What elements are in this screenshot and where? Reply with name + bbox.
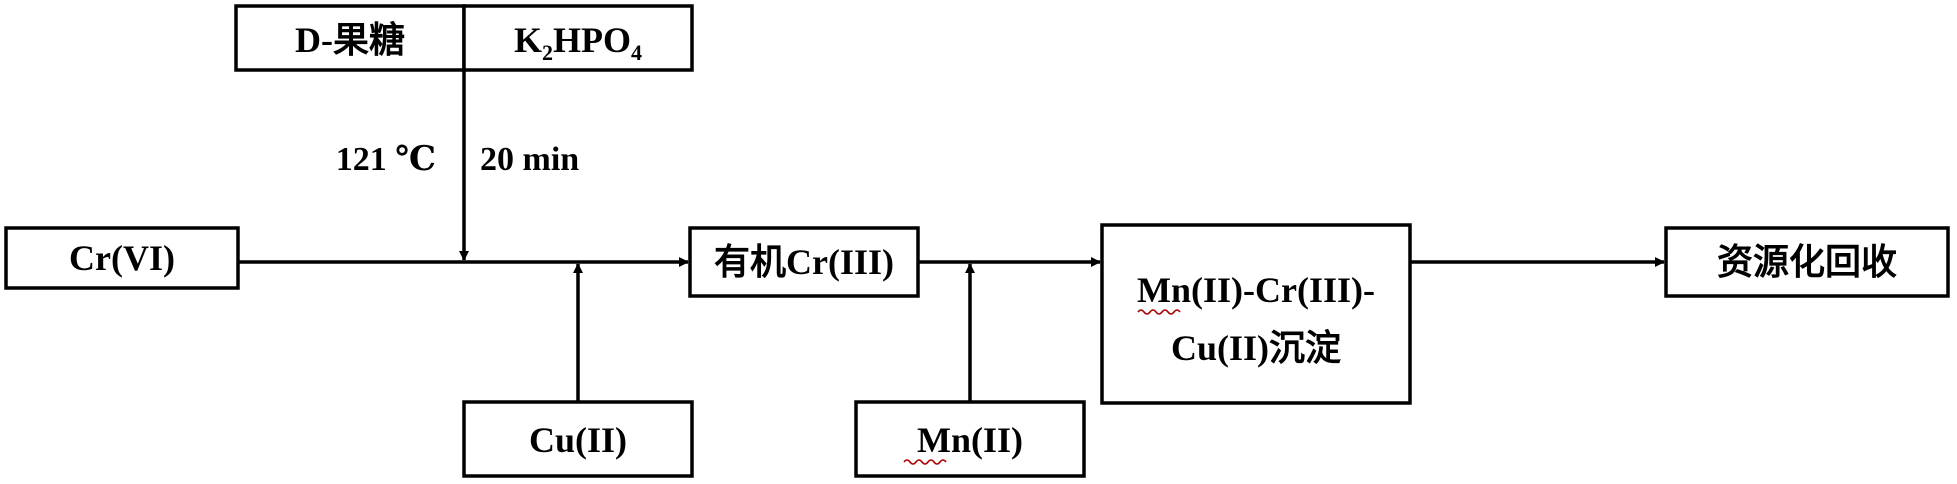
node-organic-cr-iii-box [688, 226, 920, 298]
mn-spellcheck-underline [903, 459, 947, 465]
reagent-box-fructose [234, 4, 466, 72]
reagent-box-k2hpo4 [462, 4, 694, 72]
condition-time: 20 min [480, 141, 579, 178]
node-cr-vi-box [4, 226, 240, 290]
node-cu-ii-label: Cu(II) [529, 420, 627, 460]
reagent-fructose-label: D-果糖 [295, 20, 405, 60]
reagent-box-group: D-果糖 K2HPO4 [234, 4, 694, 72]
reagent-k2hpo4-label: K2HPO4 [514, 20, 642, 65]
precipitate-spellcheck-underline [1137, 309, 1181, 315]
node-mn-ii-label: Mn(II) [917, 420, 1023, 460]
node-precipitate-box [1100, 223, 1412, 405]
node-organic-cr-iii-label: 有机Cr(III) [714, 242, 894, 282]
node-recovery-box [1664, 226, 1950, 298]
node-precipitate-label-line1: Mn(II)-Cr(III)- [1137, 270, 1375, 310]
node-precipitate-label-line2: Cu(II)沉淀 [1171, 328, 1341, 368]
node-cu-ii-box [462, 400, 694, 478]
node-cr-vi-label: Cr(VI) [69, 238, 175, 278]
condition-temperature: 121 ℃ [336, 141, 436, 178]
node-recovery-label: 资源化回收 [1717, 242, 1897, 282]
